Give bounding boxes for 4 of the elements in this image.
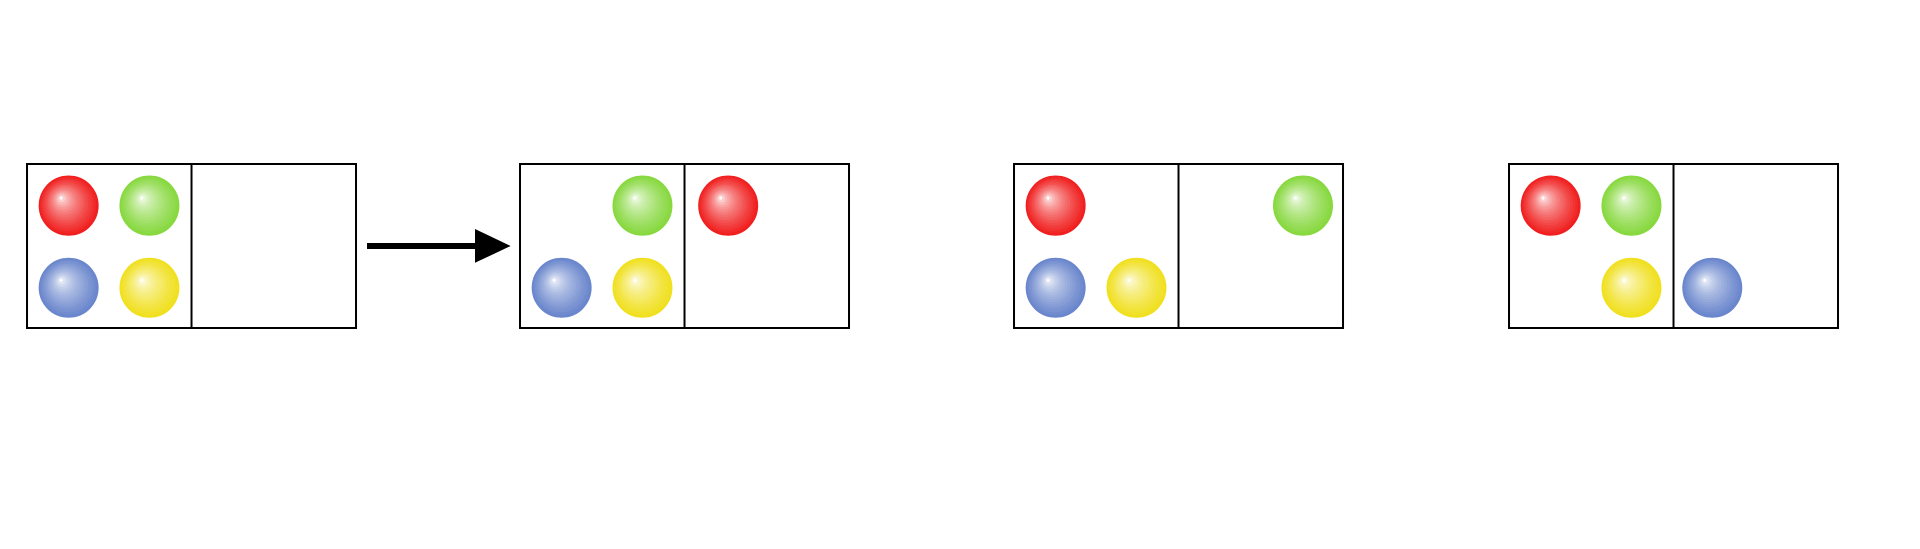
two-cell-box xyxy=(26,163,357,329)
two-cell-box xyxy=(1013,163,1344,329)
two-cell-box xyxy=(519,163,850,329)
two-cell-box xyxy=(1508,163,1839,329)
